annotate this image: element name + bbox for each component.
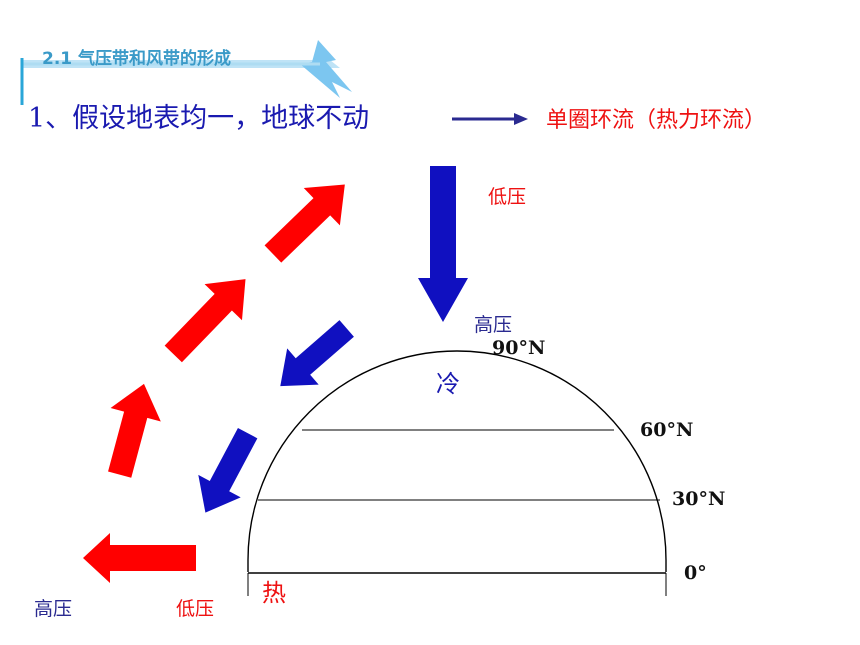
blue-arrow-surface-2 <box>198 427 258 513</box>
latitude-60: 60°N <box>640 419 694 441</box>
red-arrow-ground <box>83 533 196 583</box>
hemisphere <box>247 350 667 596</box>
label-top-high: 高压 <box>474 314 513 336</box>
latitude-0: 0° <box>684 562 707 584</box>
label-bottom-low: 低压 <box>176 598 215 620</box>
heading: 1、假设地表均一，地球不动 <box>28 103 370 134</box>
header-decoration <box>20 40 352 105</box>
latitude-30: 30°N <box>672 488 726 510</box>
blue-arrow-sink <box>418 166 468 322</box>
label-hot: 热 <box>262 579 286 607</box>
latitude-90: 90°N <box>492 337 546 359</box>
result-text: 单圈环流（热力环流） <box>546 108 767 133</box>
label-top-low: 低压 <box>488 186 527 208</box>
red-arrow-rise-1 <box>108 383 161 478</box>
label-bottom-high: 高压 <box>34 598 73 620</box>
blue-arrow-surface-1 <box>280 320 354 387</box>
red-arrow-rise-3 <box>264 184 345 263</box>
result-arrow <box>452 113 528 125</box>
section-title: 2.1 气压带和风带的形成 <box>42 49 232 69</box>
label-cold: 冷 <box>436 370 460 398</box>
red-arrow-rise-2 <box>164 279 246 363</box>
